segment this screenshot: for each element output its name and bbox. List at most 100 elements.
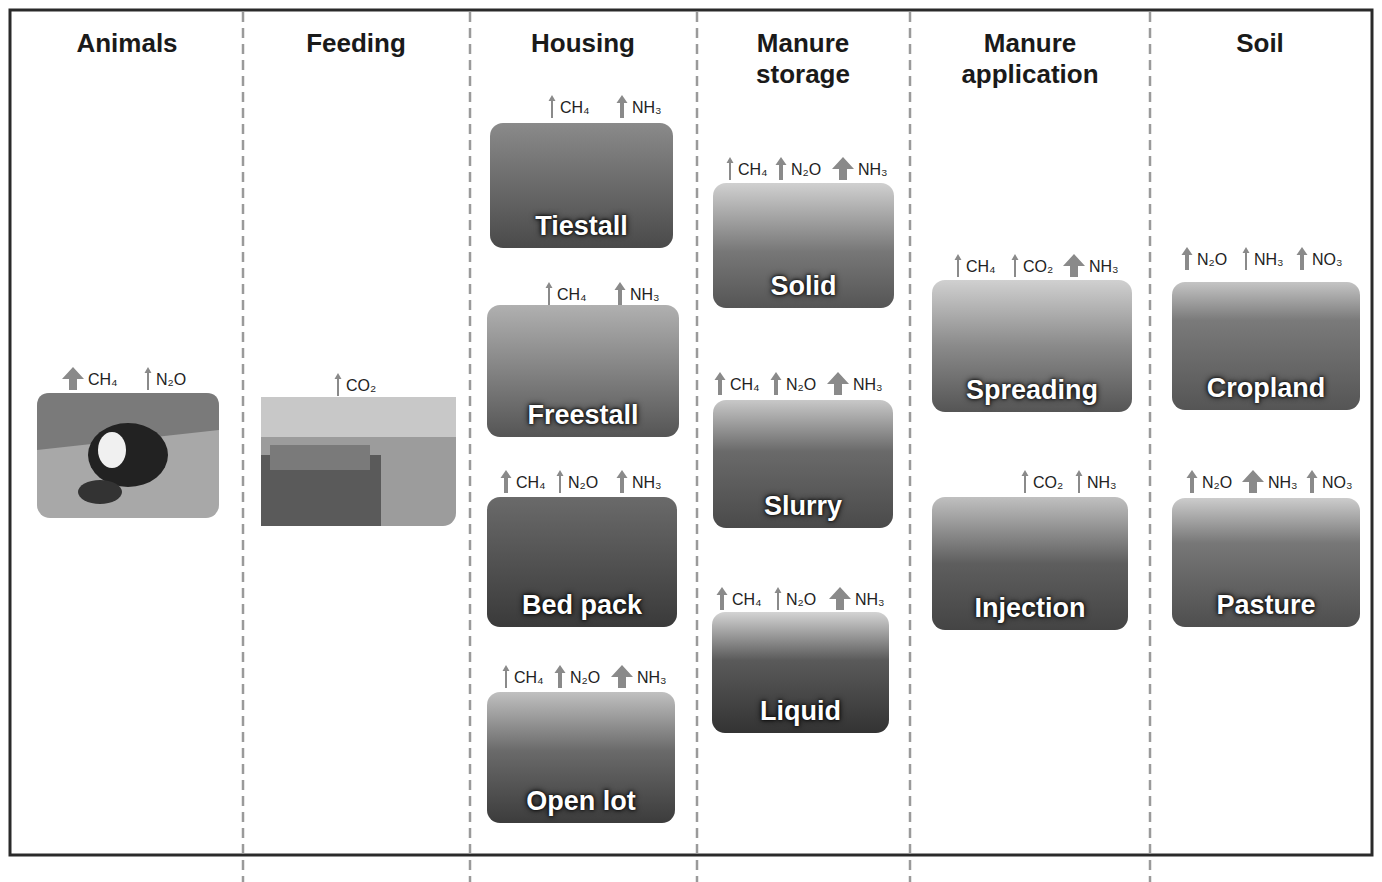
gas-label: CH₄	[514, 668, 544, 688]
gas-label: NH₃	[1087, 473, 1117, 493]
column-heading: Manure application	[930, 28, 1130, 90]
photo-caption: Spreading	[966, 374, 1098, 406]
feeding-photo	[261, 397, 456, 526]
gas-label: NO₃	[1312, 250, 1343, 270]
photo-caption: Liquid	[760, 695, 841, 727]
emission-arrow	[1243, 247, 1250, 270]
gas-label: NH₃	[1268, 473, 1298, 493]
emission-arrow	[827, 372, 849, 395]
gas-label: NH₃	[858, 160, 888, 180]
emission-arrow	[555, 665, 566, 688]
gas-label: NH₃	[637, 668, 667, 688]
gas-label: CH₄	[560, 98, 590, 118]
emission-arrow	[617, 470, 628, 493]
gas-label: CO₂	[346, 376, 376, 396]
emission-arrow	[1063, 254, 1085, 277]
emission-arrow	[727, 157, 734, 180]
gas-label: N₂O	[1197, 250, 1227, 270]
photo-caption: Injection	[974, 592, 1085, 624]
photo-caption: Tiestall	[535, 210, 628, 242]
gas-label: NO₃	[1322, 473, 1353, 493]
divider	[1149, 12, 1152, 882]
emission-arrow	[145, 367, 152, 390]
emission-arrow	[955, 254, 962, 277]
column-heading: Animals	[27, 28, 227, 59]
emission-arrow	[1307, 470, 1318, 493]
emission-arrow	[549, 95, 556, 118]
emission-arrow	[1242, 470, 1264, 493]
column-heading: Manure storage	[723, 28, 883, 90]
cow-patch	[98, 432, 126, 468]
divider	[696, 12, 699, 882]
divider	[242, 12, 245, 882]
photo-caption: Slurry	[764, 490, 842, 522]
gas-label: NH₃	[853, 375, 883, 395]
photo-ground	[37, 393, 219, 518]
gas-label: CH₄	[730, 375, 760, 395]
photo-caption: Cropland	[1207, 372, 1326, 404]
emission-arrow	[715, 372, 726, 395]
gas-label: NH₃	[630, 285, 660, 305]
gas-label: N₂O	[156, 370, 186, 390]
emission-arrow	[717, 587, 728, 610]
photo-panel: Cropland	[1172, 282, 1360, 410]
divider	[909, 12, 912, 882]
emission-arrow	[546, 282, 553, 305]
cow-muzzle	[78, 480, 122, 504]
photo-caption: Freestall	[527, 399, 638, 431]
photo-caption: Bed pack	[522, 589, 642, 621]
gas-label: N₂O	[786, 375, 816, 395]
emission-arrow	[611, 665, 633, 688]
column-dividers	[243, 12, 1150, 882]
column-heading: Feeding	[256, 28, 456, 59]
gas-label: CH₄	[516, 473, 546, 493]
photo-panel: Solid	[713, 183, 894, 308]
gas-label: NH₃	[1254, 250, 1284, 270]
gas-label: N₂O	[791, 160, 821, 180]
photo-sky	[261, 397, 456, 437]
gas-label: N₂O	[570, 668, 600, 688]
gas-label: NH₃	[632, 473, 662, 493]
photo-panel: Injection	[932, 497, 1128, 630]
emission-arrow	[829, 587, 851, 610]
photo-caption: Solid	[771, 270, 837, 302]
gas-label: N₂O	[1202, 473, 1232, 493]
gas-label: NH₃	[632, 98, 662, 118]
divider	[469, 12, 472, 882]
emission-arrow	[557, 470, 564, 493]
emission-arrow	[615, 282, 626, 305]
gas-label: NH₃	[1089, 257, 1119, 277]
gas-label: CO₂	[1023, 257, 1053, 277]
photo-panel: Tiestall	[490, 123, 673, 248]
emission-arrow	[1182, 247, 1193, 270]
photo-caption: Open lot	[526, 785, 636, 817]
gas-label: CH₄	[732, 590, 762, 610]
animals-photo	[37, 393, 219, 518]
photo-ground	[261, 397, 456, 526]
emission-arrow	[832, 157, 854, 180]
column-heading: Housing	[483, 28, 683, 59]
photo-panel: Pasture	[1172, 498, 1360, 627]
column-heading: Soil	[1160, 28, 1360, 59]
photo-panel: Freestall	[487, 305, 679, 437]
emission-arrow	[771, 372, 782, 395]
gas-label: CH₄	[738, 160, 768, 180]
gas-label: CH₄	[557, 285, 587, 305]
frame	[10, 10, 1372, 855]
emission-arrow	[1297, 247, 1308, 270]
gas-label: N₂O	[786, 590, 816, 610]
gas-label: CH₄	[966, 257, 996, 277]
emission-arrow	[501, 470, 512, 493]
photo-panel: Spreading	[932, 280, 1132, 412]
emission-arrow	[776, 157, 787, 180]
photo-panel: Open lot	[487, 692, 675, 823]
emission-arrow	[62, 367, 84, 390]
gas-label: CH₄	[88, 370, 118, 390]
emission-arrow	[503, 665, 510, 688]
emission-arrow	[335, 373, 342, 396]
emission-arrow	[1187, 470, 1198, 493]
cow-head	[88, 423, 168, 487]
emission-arrow	[1022, 470, 1029, 493]
